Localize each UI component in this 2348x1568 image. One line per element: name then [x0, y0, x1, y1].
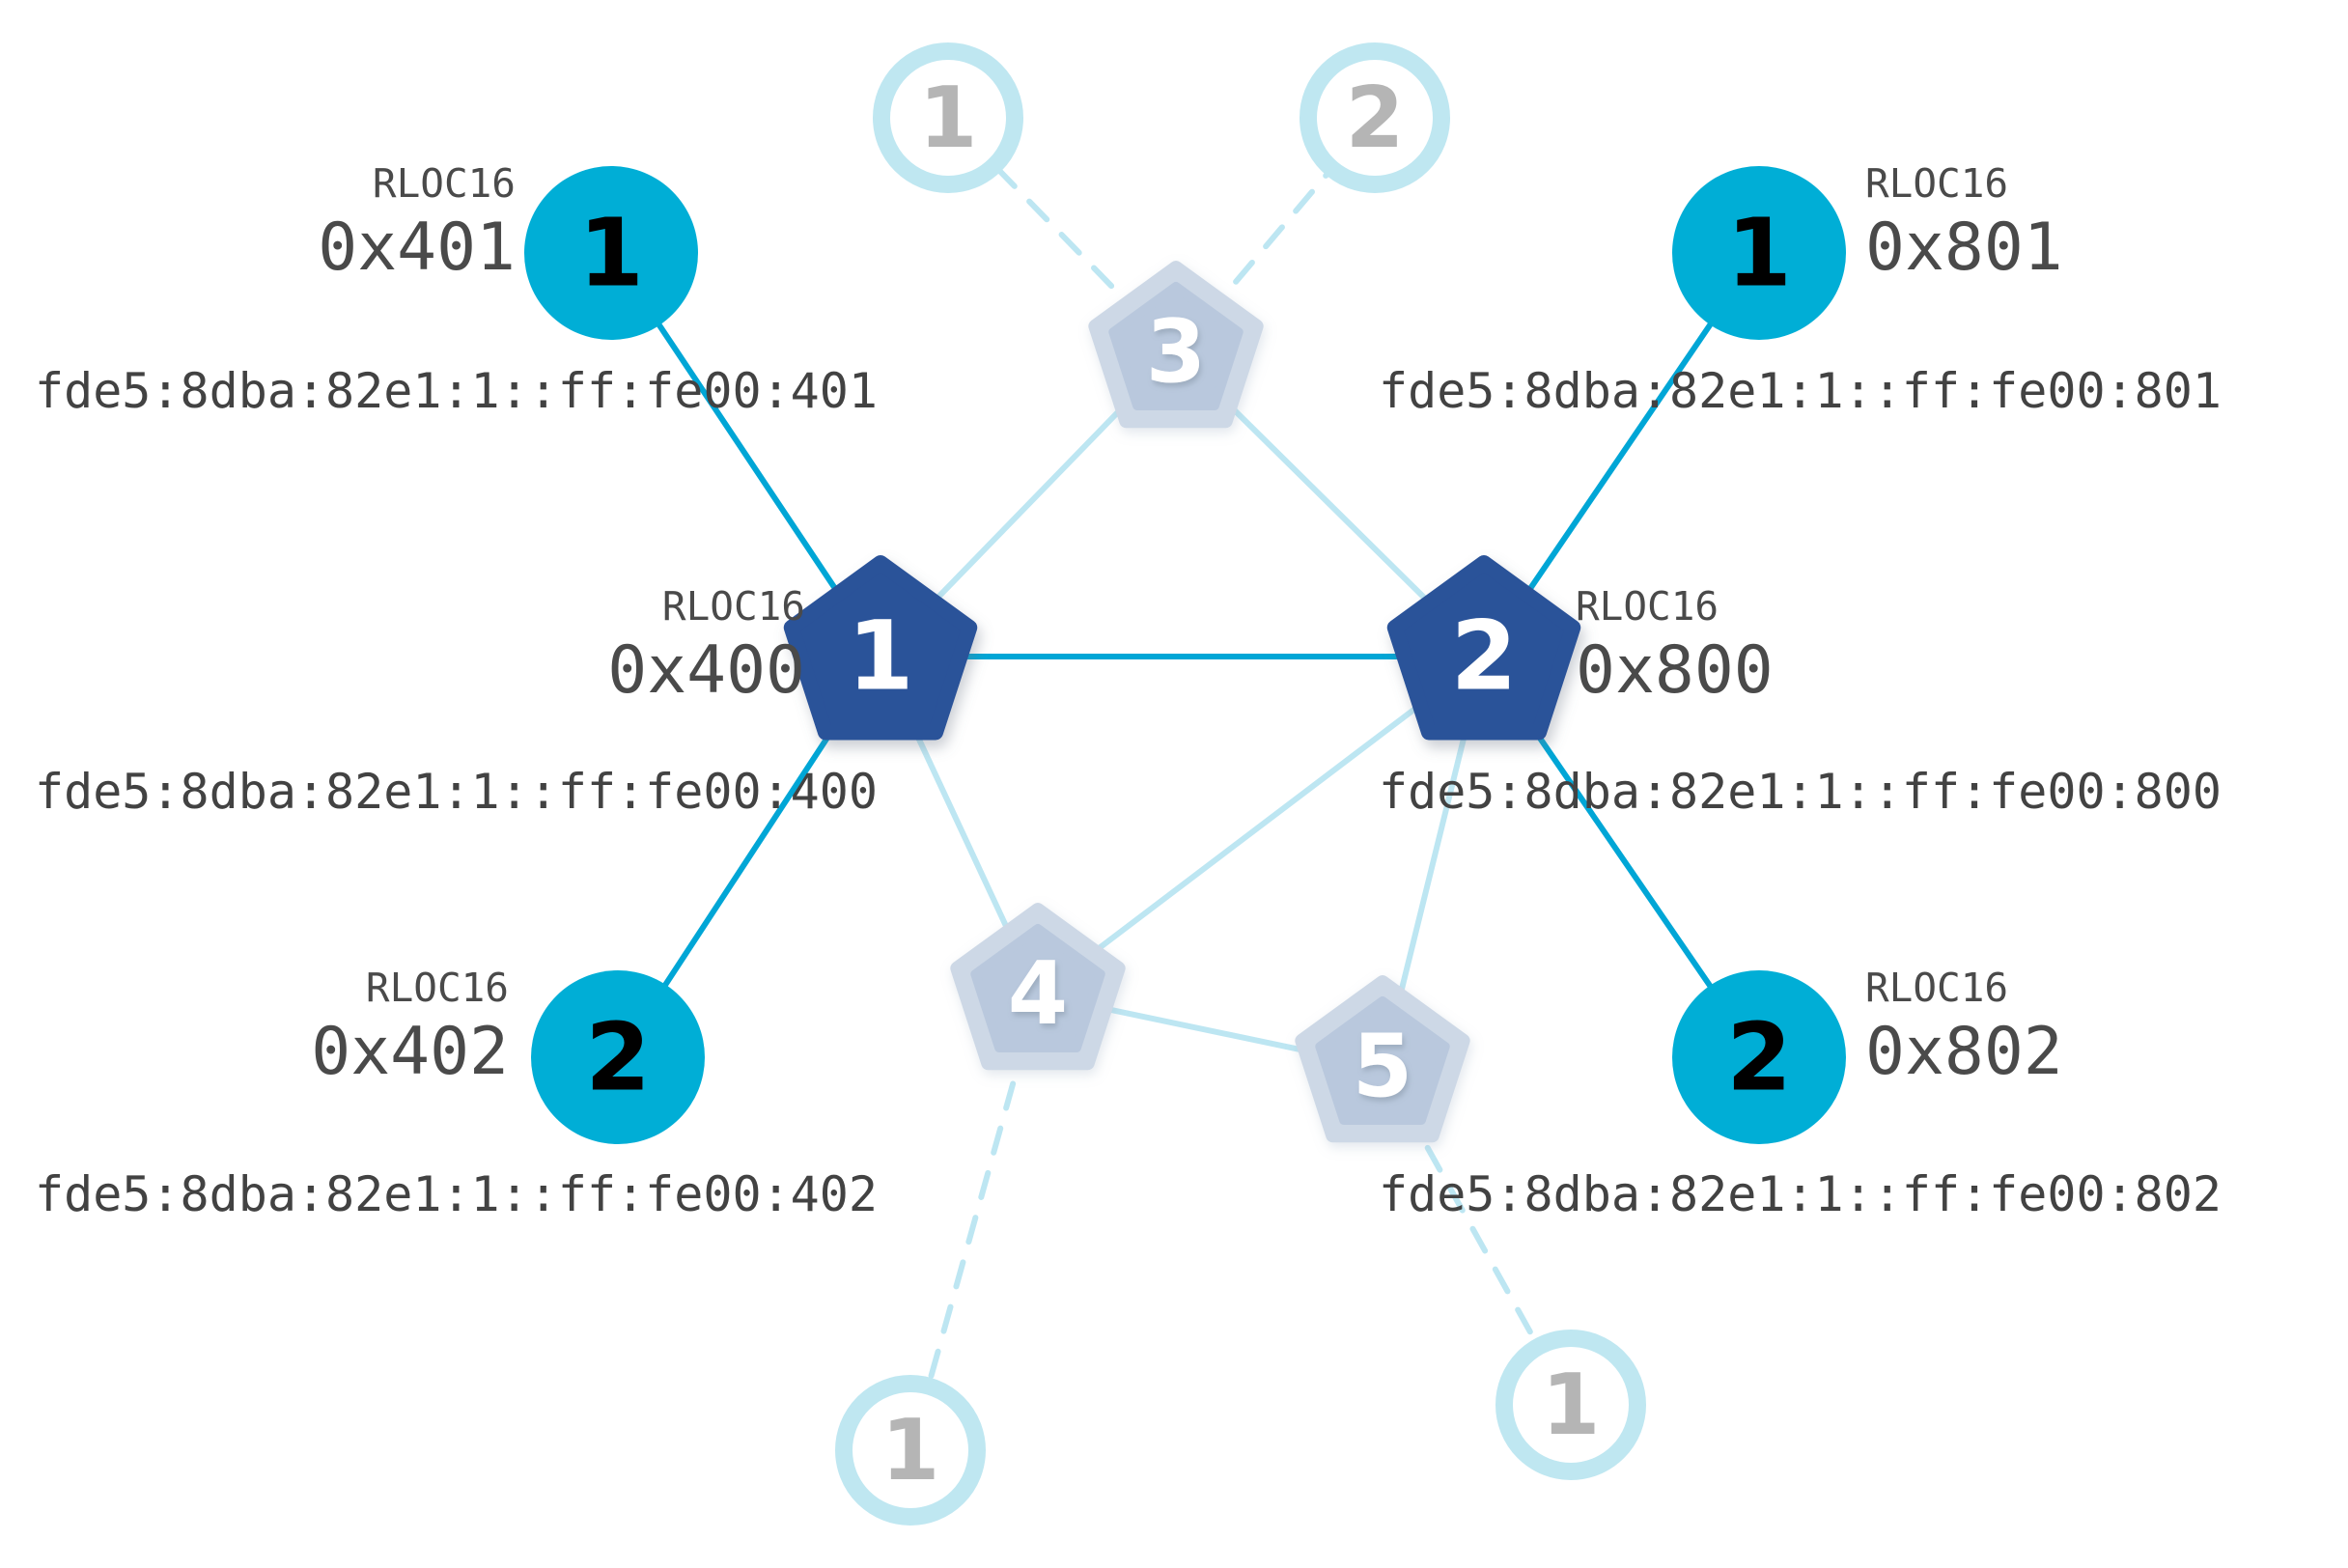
rloc16-value: 0x802	[1865, 1014, 2063, 1090]
node-number-label: 2	[1451, 602, 1518, 713]
rloc16-caption: RLOC16	[372, 160, 516, 207]
child-circle-shape	[1672, 166, 1846, 340]
node-inactive-child-top-left[interactable]: 1	[873, 42, 1023, 193]
node-router-4[interactable]: 4	[950, 903, 1126, 1071]
node-router-3[interactable]: 3	[1088, 261, 1264, 429]
label-router-800: RLOC16 0x800	[1576, 587, 1774, 704]
child-circle-shape	[531, 970, 705, 1144]
child-circle-shape	[524, 166, 698, 340]
node-inactive-child-bottom-left[interactable]: 1	[835, 1375, 986, 1526]
rloc16-value: 0x800	[1576, 632, 1774, 709]
node-number-label: 1	[848, 602, 914, 713]
node-router-800[interactable]: 2	[1386, 555, 1581, 741]
node-number-label: 4	[1008, 944, 1068, 1045]
node-number-label: 3	[1146, 302, 1206, 403]
label-child-802: RLOC16 0x802	[1865, 968, 2063, 1085]
rloc16-caption: RLOC16	[1865, 965, 2009, 1011]
rloc16-value: 0x401	[318, 210, 516, 286]
inactive-pentagon-shape	[970, 924, 1105, 1053]
rloc16-caption: RLOC16	[1576, 583, 1719, 630]
router-pentagon-shape	[1386, 555, 1581, 741]
node-number-label: 2	[1726, 1003, 1792, 1112]
router-pentagon-shape	[783, 555, 978, 741]
ipv6-child-801: fde5:8dba:82e1:1::ff:fe00:801	[1379, 363, 2222, 419]
ipv6-router-800: fde5:8dba:82e1:1::ff:fe00:800	[1379, 764, 2222, 820]
node-number-label: 1	[919, 69, 978, 167]
link-router-4-to-inactive-child-bottom-left	[908, 992, 1041, 1453]
inactive-circle-shape	[1495, 1330, 1646, 1480]
node-router-400[interactable]: 1	[783, 555, 978, 741]
rloc16-caption: RLOC16	[661, 583, 805, 630]
label-child-401: RLOC16 0x401	[318, 164, 516, 281]
node-number-label: 2	[585, 1003, 651, 1112]
node-child-801[interactable]: 1	[1672, 166, 1846, 340]
node-inactive-child-bottom-right[interactable]: 1	[1495, 1330, 1646, 1480]
node-router-5[interactable]: 5	[1295, 975, 1470, 1143]
rloc16-caption: RLOC16	[365, 965, 509, 1011]
label-child-801: RLOC16 0x801	[1865, 164, 2063, 281]
node-number-label: 1	[881, 1401, 940, 1499]
node-child-802[interactable]: 2	[1672, 970, 1846, 1144]
ipv6-child-402: fde5:8dba:82e1:1::ff:fe00:402	[35, 1166, 878, 1222]
node-child-402[interactable]: 2	[531, 970, 705, 1144]
ipv6-router-400: fde5:8dba:82e1:1::ff:fe00:400	[35, 764, 878, 820]
node-child-401[interactable]: 1	[524, 166, 698, 340]
link-router-800-to-router-4	[1035, 654, 1487, 997]
node-number-label: 1	[578, 199, 644, 308]
label-child-402: RLOC16 0x402	[311, 968, 509, 1085]
nodes-layer: 1 1 2 1 2 2 3 4 5 1 2 1 1	[524, 42, 1846, 1526]
inactive-pentagon-shape	[1108, 282, 1244, 411]
label-router-400: RLOC16 0x400	[607, 587, 805, 704]
node-number-label: 1	[1542, 1356, 1601, 1454]
inactive-pentagon-shape	[1315, 996, 1450, 1126]
inactive-circle-shape	[835, 1375, 986, 1526]
ipv6-child-802: fde5:8dba:82e1:1::ff:fe00:802	[1379, 1166, 2222, 1222]
inactive-circle-shape	[1300, 42, 1450, 193]
rloc16-caption: RLOC16	[1865, 160, 2009, 207]
inactive-circle-shape	[873, 42, 1023, 193]
node-inactive-child-top-right[interactable]: 2	[1300, 42, 1450, 193]
child-circle-shape	[1672, 970, 1846, 1144]
node-number-label: 5	[1353, 1017, 1412, 1117]
node-number-label: 2	[1346, 69, 1405, 167]
ipv6-child-401: fde5:8dba:82e1:1::ff:fe00:401	[35, 363, 878, 419]
rloc16-value: 0x400	[607, 632, 805, 709]
rloc16-value: 0x801	[1865, 210, 2063, 286]
node-number-label: 1	[1726, 199, 1792, 308]
rloc16-value: 0x402	[311, 1014, 509, 1090]
